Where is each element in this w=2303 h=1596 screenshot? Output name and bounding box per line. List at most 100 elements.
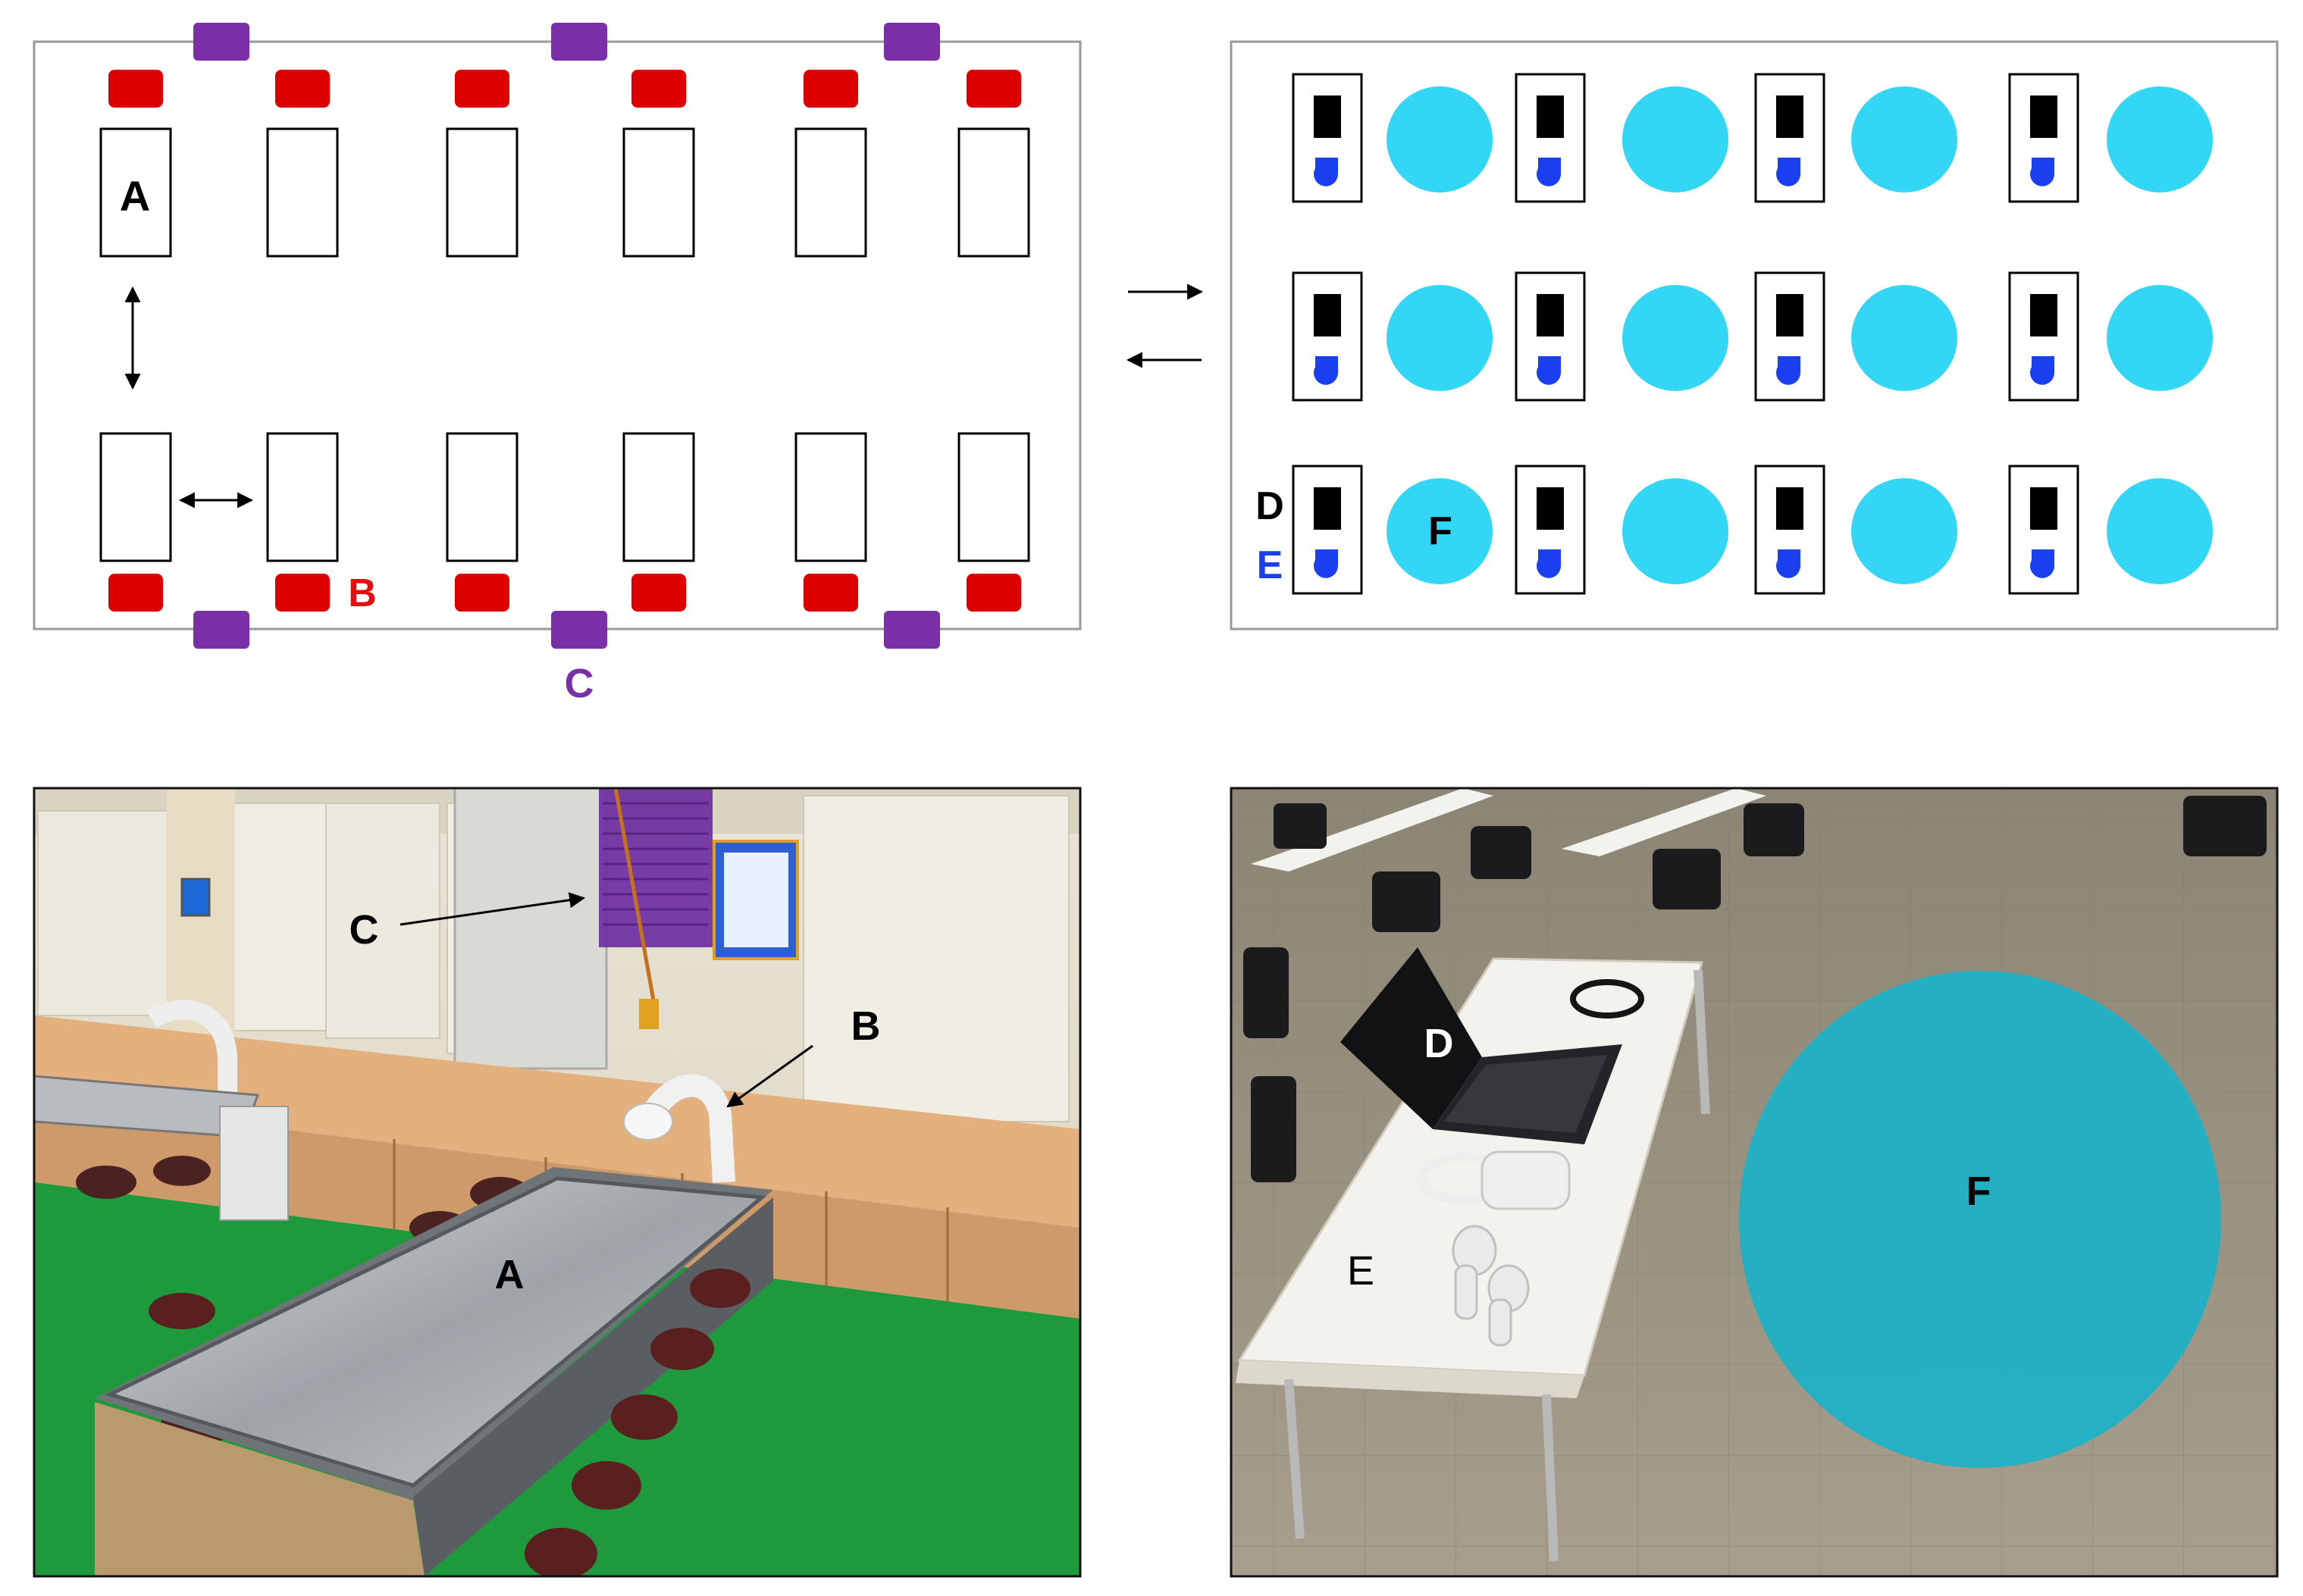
dissection-table [266, 432, 339, 562]
drop-icon [2030, 549, 2054, 578]
dissection-table [99, 127, 172, 258]
laptop-marker [1776, 487, 1803, 530]
vr-area-circle [1386, 86, 1493, 192]
exhaust-cord [613, 788, 656, 1001]
window-blind [37, 810, 175, 1016]
left-floor-plan: A B C [33, 23, 1082, 706]
background-desk [1251, 788, 1493, 872]
exhaust-hood-marker [455, 574, 509, 612]
dissection-table [446, 127, 519, 258]
vr-area-circle [2107, 86, 2213, 192]
vr-headset-icon [1417, 1150, 1571, 1210]
photo-label-e: E [1347, 1248, 1374, 1294]
ventilation-unit [884, 611, 940, 649]
laptop-marker [1776, 294, 1803, 336]
vr-controllers [1452, 1225, 1530, 1347]
exhaust-hood-marker [275, 70, 330, 108]
ventilation-unit [193, 611, 249, 649]
desk-leg [1284, 1379, 1305, 1539]
exhaust-hood-marker [455, 70, 509, 108]
ventilation-unit [884, 23, 940, 61]
ventilation-unit [551, 611, 607, 649]
dissection-table [794, 127, 867, 258]
laptop-marker [2030, 487, 2057, 530]
background-desk [1562, 788, 1766, 856]
dissection-table [794, 432, 867, 562]
laptop-marker [1314, 95, 1341, 138]
plan-label-e: E [1257, 543, 1283, 587]
plan-label-f: F [1428, 509, 1452, 553]
exhaust-hood-marker [967, 574, 1021, 612]
plan-label-a: A [120, 172, 150, 220]
window-blind [803, 795, 1070, 1122]
desk-leg [1694, 969, 1710, 1115]
left-plan-border [33, 40, 1082, 631]
cord-plug [639, 999, 659, 1029]
dissection-table [266, 127, 339, 258]
vr-area-circle [1851, 86, 1957, 192]
laptop-marker [1314, 294, 1341, 336]
photo-left-frame [33, 787, 1082, 1578]
plan-label-b: B [348, 571, 377, 615]
photo-label-d: D [1424, 1021, 1454, 1066]
vent-panel [599, 788, 713, 947]
dissection-table [622, 127, 695, 258]
exhaust-hood-marker [108, 574, 163, 612]
photo-vr-room: D E F [1230, 787, 2279, 1578]
wall-sign [180, 878, 211, 917]
exhaust-hood [623, 1103, 673, 1141]
drop-icon [1776, 356, 1800, 385]
vr-area-circle [1622, 86, 1728, 192]
vr-area-circle [1622, 478, 1728, 584]
table-a-top [105, 1176, 767, 1488]
exhaust-arm [642, 1074, 735, 1183]
photo-label-b: B [851, 1003, 881, 1049]
plan-label-c: C [565, 661, 594, 706]
exhaust-hood-marker [631, 70, 686, 108]
plan-label-d: D [1255, 484, 1284, 528]
exhaust-hood-marker [275, 574, 330, 612]
laptop-marker [2030, 95, 2057, 138]
drop-icon [1314, 158, 1338, 186]
window [453, 788, 608, 1070]
exhaust-hood-marker [108, 70, 163, 108]
photo-right-frame [1230, 787, 2279, 1578]
dissection-table [957, 127, 1030, 258]
vr-area-circle [1851, 478, 1957, 584]
annotation-arrow-c [400, 892, 586, 926]
drop-icon [1314, 356, 1338, 385]
vr-area-circle [1386, 478, 1493, 584]
photo-label-c: C [349, 907, 379, 953]
ventilation-unit [193, 23, 249, 61]
exhaust-hood-marker [631, 574, 686, 612]
laptop-marker [1537, 294, 1564, 336]
drop-icon [1537, 549, 1561, 578]
dissection-table [446, 432, 519, 562]
table-a-side [413, 1197, 773, 1576]
laptop-marker [2030, 294, 2057, 336]
drop-icon [2030, 356, 2054, 385]
drop-icon [1537, 356, 1561, 385]
equipment-cabinet [219, 1106, 289, 1221]
drop-icon [2030, 158, 2054, 186]
wall-counter [34, 1015, 1080, 1228]
poster-content [724, 853, 788, 947]
vr-area-circle [1851, 285, 1957, 391]
drop-icon [1537, 158, 1561, 186]
desk-leg [1542, 1394, 1559, 1562]
ventilation-unit [551, 23, 607, 61]
laptop-marker [1314, 487, 1341, 530]
laptop-marker [1537, 95, 1564, 138]
laptop-marker [1537, 487, 1564, 530]
right-floor-plan: DE F [1230, 40, 2279, 631]
cable-coil [1570, 979, 1644, 1019]
table-a-base [95, 1402, 425, 1576]
vr-area-circle [2107, 285, 2213, 391]
annotation-arrow-b [726, 1044, 813, 1108]
vr-area-circle [2107, 478, 2213, 584]
exhaust-arm [146, 1000, 237, 1106]
exhaust-hood-marker [804, 70, 858, 108]
photo-label-f: F [1966, 1169, 1991, 1214]
laptop-icon [1340, 947, 1622, 1144]
